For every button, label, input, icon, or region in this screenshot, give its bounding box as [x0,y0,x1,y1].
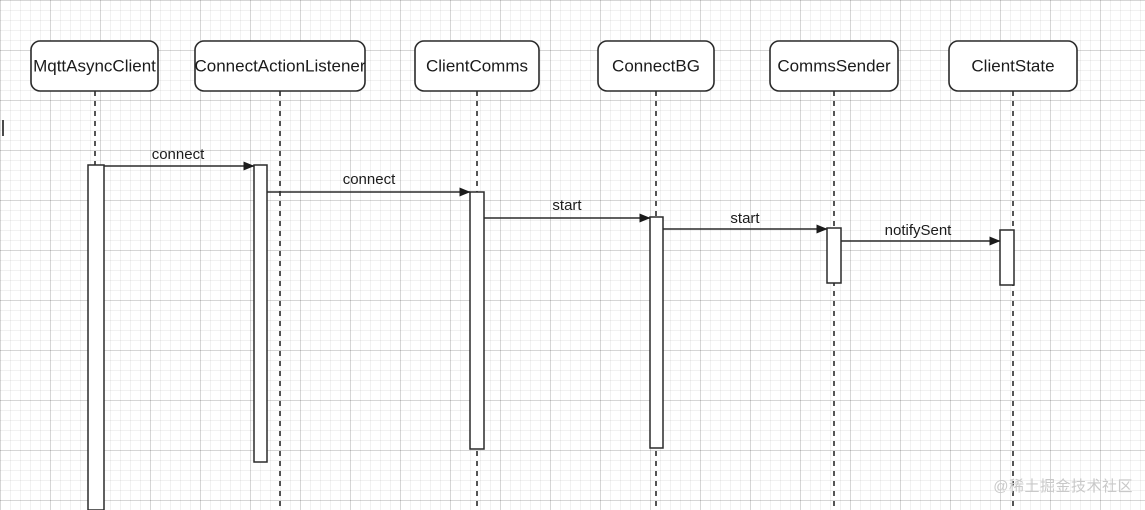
activation-bar-mqttasyncclient[interactable] [87,164,105,510]
lifelines-group [94,91,1014,510]
participant-connectbg[interactable]: ConnectBG [597,40,715,92]
participant-box-connectactionlistener[interactable] [194,40,366,92]
participant-box-clientcomms[interactable] [414,40,540,92]
message-label-msg-start-2: start [730,210,760,227]
participant-box-connectbg[interactable] [597,40,715,92]
activation-bars-group [87,164,1015,510]
participant-label-clientstate: ClientState [971,56,1054,75]
participant-mqttasyncclient[interactable]: MqttAsyncClient [30,40,159,92]
message-label-msg-notifysent: notifySent [885,222,953,239]
participant-box-clientstate[interactable] [948,40,1078,92]
participant-label-commssender: CommsSender [777,56,891,75]
message-label-msg-connect-2: connect [343,171,396,188]
participant-label-clientcomms: ClientComms [426,56,528,75]
participant-commssender[interactable]: CommsSender [769,40,899,92]
activation-bar-clientstate[interactable] [999,229,1015,286]
message-label-msg-connect-1: connect [152,146,205,163]
activation-bar-connectactionlistener[interactable] [253,164,268,463]
message-label-msg-start-1: start [552,197,582,214]
participant-boxes-group: MqttAsyncClient ConnectActionListener Clie… [30,40,1078,92]
participant-clientcomms[interactable]: ClientComms [414,40,540,92]
participant-label-connectactionlistener: ConnectActionListener [194,56,365,75]
participant-label-mqttasyncclient: MqttAsyncClient [33,56,156,75]
watermark: @稀土掘金技术社区 [993,478,1133,495]
participant-box-commssender[interactable] [769,40,899,92]
participant-label-connectbg: ConnectBG [612,56,700,75]
activation-bar-clientcomms[interactable] [469,191,485,450]
participant-box-mqttasyncclient[interactable] [30,40,159,92]
participant-clientstate[interactable]: ClientState [948,40,1078,92]
messages-group: connect connect start start notifySent [104,146,1001,246]
activation-bar-commssender[interactable] [826,227,842,284]
participant-connectactionlistener[interactable]: ConnectActionListener [194,40,366,92]
activation-bar-connectbg[interactable] [649,216,664,449]
